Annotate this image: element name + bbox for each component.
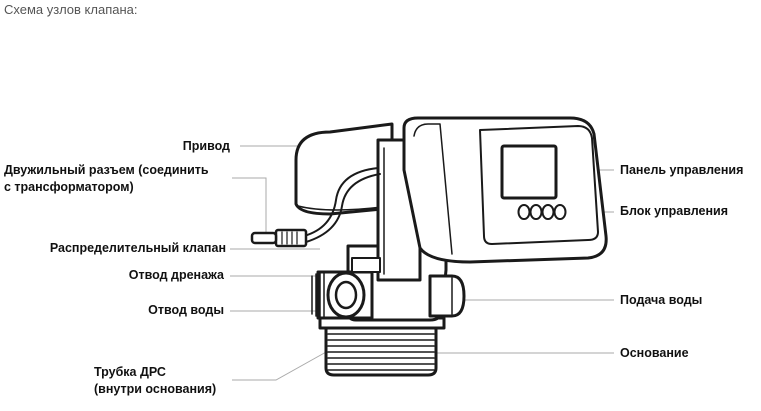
label-riser-tube-line1: Трубка ДРС <box>94 365 166 379</box>
connector-cable-b <box>305 173 381 243</box>
connector-cable-a <box>303 167 379 237</box>
label-distributor-valve: Распределительный клапан <box>49 241 226 255</box>
leader-riser <box>232 341 345 381</box>
control-unit-bezel <box>413 123 453 255</box>
two-wire-connector <box>250 167 381 248</box>
label-water-outlet: Отвод воды <box>148 303 224 317</box>
drain-fitting <box>351 257 381 273</box>
control-button-1 <box>517 204 531 220</box>
drive-housing <box>294 122 394 216</box>
connector-tip <box>250 231 278 245</box>
outlet-thread-lines <box>311 271 325 319</box>
base-threaded-section <box>324 323 438 377</box>
label-riser-tube-line2: (внутри основания) <box>94 382 217 396</box>
label-connector-line2: с трансформатором) <box>4 180 134 194</box>
water-inlet-port <box>428 274 466 318</box>
label-control-unit: Блок управления <box>620 204 728 218</box>
label-control-panel: Панель управления <box>620 163 744 177</box>
leader-lines <box>230 145 614 381</box>
control-buttons <box>517 204 567 220</box>
label-drive: Привод <box>182 139 230 153</box>
control-button-3 <box>541 204 555 220</box>
label-base: Основание <box>620 346 689 360</box>
diagram-caption: Схема узлов клапана: <box>4 2 138 17</box>
display-window <box>500 144 558 200</box>
control-button-4 <box>553 204 567 220</box>
label-water-inlet: Подача воды <box>620 293 703 307</box>
label-connector-line1: Двужильный разъем (соединить <box>4 163 209 177</box>
base-thread-lines <box>327 333 435 371</box>
valve-body <box>294 116 608 377</box>
water-outlet-inner <box>334 280 358 310</box>
connector-plug <box>274 228 308 248</box>
label-drain-outlet: Отвод дренажа <box>128 268 224 282</box>
control-button-2 <box>529 204 543 220</box>
leader-connector <box>232 177 267 238</box>
